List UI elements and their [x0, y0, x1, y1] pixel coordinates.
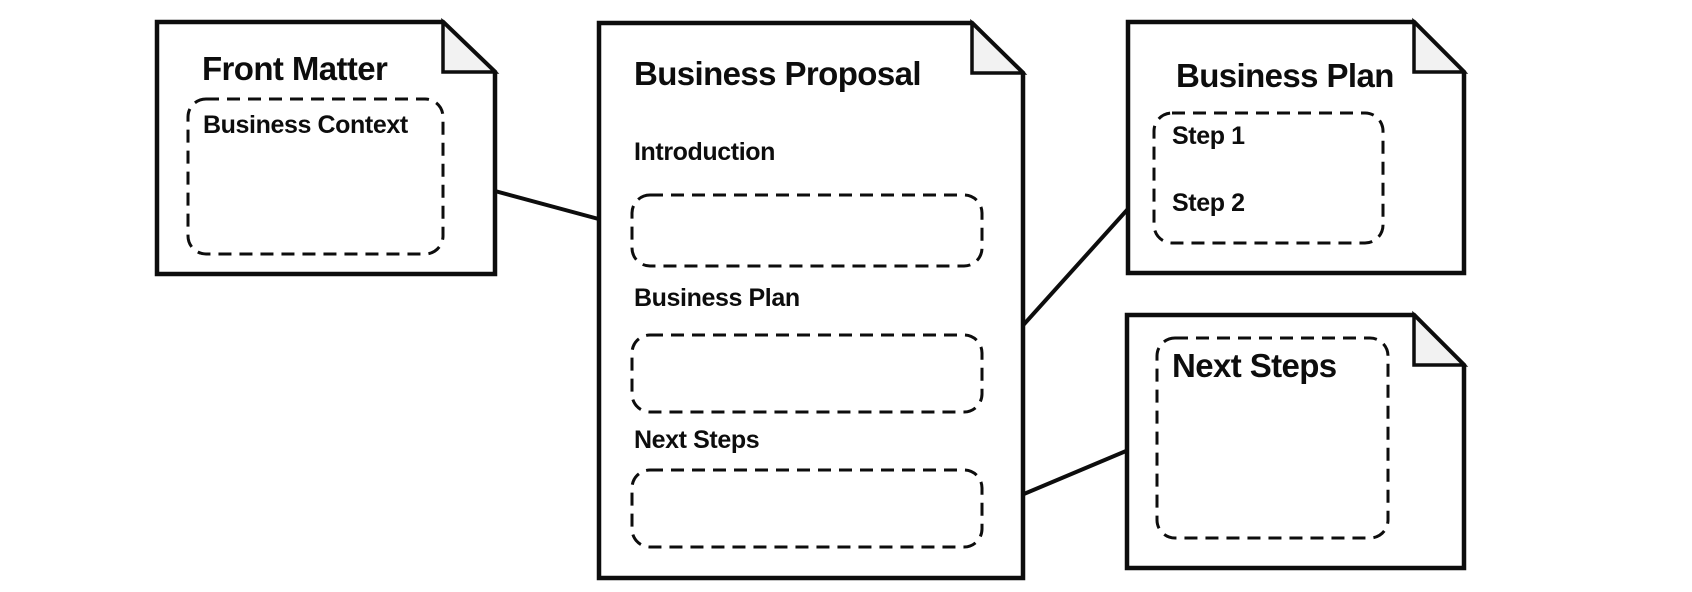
section-label-step-1: Step 1	[1172, 122, 1245, 150]
section-label-next-steps: Next Steps	[634, 426, 760, 454]
section-label-introduction: Introduction	[634, 138, 776, 166]
page-fold-icon	[441, 17, 500, 74]
document-next-steps-outline	[1124, 312, 1467, 571]
document-business-plan	[1125, 17, 1469, 276]
document-front-matter-outline	[154, 19, 498, 277]
document-business-plan-outline	[1125, 19, 1467, 276]
slot-business-plan	[630, 333, 984, 414]
doc-title-front-matter: Front Matter	[202, 50, 388, 87]
section-label-business-context: Business Context	[203, 111, 408, 139]
document-business-proposal	[596, 18, 1028, 581]
section-label-business-plan: Business Plan	[634, 284, 800, 312]
document-business-proposal-outline	[596, 20, 1026, 581]
document-front-matter	[154, 17, 500, 277]
document-next-steps	[1124, 310, 1469, 571]
slot-introduction	[630, 193, 984, 268]
page-fold-icon	[1412, 17, 1469, 74]
slot-next-steps	[630, 468, 984, 549]
slot-next-steps-body	[1155, 336, 1390, 540]
page-fold-icon	[1412, 310, 1469, 367]
page-fold-icon	[970, 18, 1028, 75]
slot-business-context	[186, 97, 445, 256]
doc-title-business-proposal: Business Proposal	[634, 55, 922, 92]
slot-steps	[1152, 111, 1385, 245]
section-label-step-2: Step 2	[1172, 189, 1245, 217]
doc-title-next-steps: Next Steps	[1172, 347, 1337, 384]
doc-title-business-plan: Business Plan	[1176, 57, 1394, 94]
